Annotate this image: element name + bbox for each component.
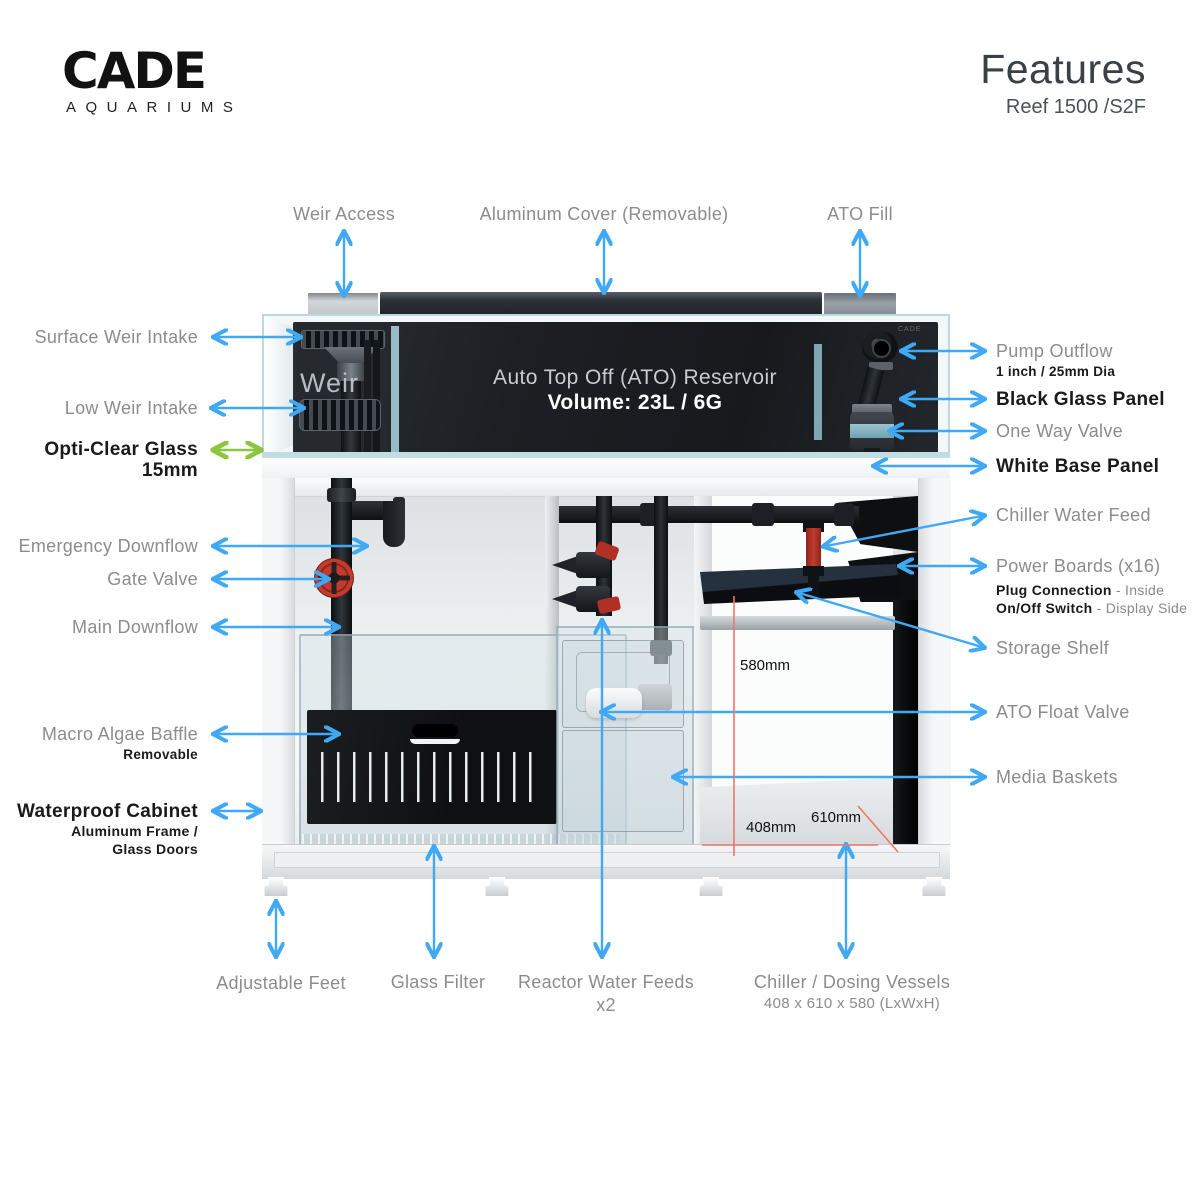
pipe-coupling-2	[752, 503, 774, 526]
label-chiller-water-feed: Chiller Water Feed	[996, 505, 1151, 525]
label-low-weir-intake: Low Weir Intake	[64, 398, 198, 418]
label-emergency-downflow: Emergency Downflow	[18, 536, 198, 556]
adjustable-foot-4	[922, 877, 946, 896]
baffle-handle-slot	[412, 724, 458, 737]
low-weir-comb	[299, 399, 381, 431]
chiller-valve-red-body	[806, 528, 821, 572]
label-main-downflow: Main Downflow	[72, 617, 198, 637]
label-power-boards: Power Boards (x16) Plug Connection - Ins…	[996, 556, 1187, 617]
label-opti-clear-glass: Opti-Clear Glass 15mm	[44, 439, 198, 481]
dim-408mm: 408mm	[746, 819, 797, 836]
pump-nozzle-bore	[872, 339, 891, 358]
one-way-valve-band	[850, 424, 894, 438]
label-waterproof-cabinet-sub2: Glass Doors	[112, 841, 198, 857]
label-pump-outflow-sub: 1 inch / 25mm Dia	[996, 364, 1116, 379]
arrow-storage-shelf	[799, 593, 982, 647]
label-media-baskets: Media Baskets	[996, 767, 1118, 787]
dimension-line-610mm	[857, 805, 899, 853]
weir-pipe-thin-b	[373, 340, 380, 455]
glass-divider-left	[391, 326, 399, 452]
label-power-boards-text: Power Boards (x16)	[996, 556, 1161, 576]
ato-fill-box	[824, 293, 896, 316]
label-macro-algae-baffle: Macro Algae Baffle Removable	[42, 724, 198, 763]
adjustable-foot-1	[264, 877, 288, 896]
label-storage-shelf: Storage Shelf	[996, 638, 1109, 658]
label-adjustable-feet: Adjustable Feet	[216, 973, 346, 993]
dim-610mm: 610mm	[811, 809, 862, 826]
label-power-boards-sub1: Plug Connection - Inside	[996, 582, 1165, 598]
black-glass-panel-surface	[293, 322, 938, 455]
glass-divider-right	[814, 344, 822, 440]
chiller-valve-fitting-bottom	[803, 566, 824, 576]
ato-feed-pipe	[654, 496, 668, 664]
logo-brand-text: CADE	[62, 42, 207, 100]
aluminum-cover	[380, 292, 822, 316]
label-reactor-water-feeds: Reactor Water Feeds x2	[518, 972, 694, 1015]
pump-flange	[869, 362, 893, 370]
label-chiller-dosing-vessels: Chiller / Dosing Vessels 408 x 610 x 580…	[754, 972, 950, 1013]
label-white-base-panel: White Base Panel	[996, 456, 1160, 477]
label-waterproof-cabinet-sub1: Aluminum Frame /	[71, 823, 198, 839]
weir-pipe-thin-a	[364, 340, 371, 455]
cade-watermark: CADE	[898, 326, 922, 333]
label-pump-outflow-text: Pump Outflow	[996, 341, 1113, 361]
adjustable-foot-2	[485, 877, 509, 896]
label-glass-filter: Glass Filter	[390, 972, 486, 992]
downflow-collar	[327, 488, 356, 502]
reservoir-volume: Volume: 23L / 6G	[547, 391, 723, 414]
label-aluminum-cover: Aluminum Cover (Removable)	[479, 204, 729, 224]
label-pump-outflow: Pump Outflow 1 inch / 25mm Dia	[996, 341, 1115, 380]
page-subtitle: Reef 1500 /S2F	[1005, 96, 1146, 118]
weir-funnel-neck	[337, 363, 365, 381]
label-chiller-dosing-vessels-text: Chiller / Dosing Vessels	[753, 972, 951, 992]
emergency-elbow	[383, 501, 405, 547]
tank-bottom-glass-edge	[262, 452, 950, 458]
baffle-handle-lip	[410, 739, 460, 744]
label-ato-float-valve: ATO Float Valve	[996, 702, 1130, 722]
media-basket-lower	[562, 730, 684, 832]
logo-tagline-text: AQUARIUMS	[66, 99, 243, 116]
glass-filter-strip	[302, 834, 620, 844]
header-right: Features Reef 1500 /S2F	[980, 46, 1146, 119]
label-ato-fill: ATO Fill	[827, 204, 893, 224]
label-reactor-water-feeds-text: Reactor Water Feeds	[517, 972, 695, 992]
label-opti-clear-glass-text: Opti-Clear Glass	[44, 439, 198, 460]
media-basket-glass	[556, 626, 694, 850]
page-title: Features	[980, 46, 1146, 92]
label-reactor-water-feeds-sub: x2	[596, 995, 616, 1015]
valve-coupling	[852, 404, 892, 414]
chiller-valve-fitting-top	[803, 522, 824, 532]
manifold-pipe	[559, 506, 859, 523]
label-waterproof-cabinet-text: Waterproof Cabinet	[17, 801, 198, 822]
dim-580mm: 580mm	[740, 657, 791, 674]
weir-access-box	[308, 293, 378, 316]
reservoir-title: Auto Top Off (ATO) Reservoir	[493, 366, 777, 389]
label-macro-algae-baffle-text: Macro Algae Baffle	[41, 724, 198, 744]
cade-logo: CADE AQUARIUMS	[62, 46, 242, 116]
adjustable-foot-3	[699, 877, 723, 896]
label-macro-algae-baffle-sub: Removable	[123, 747, 198, 762]
gate-valve-hub	[328, 572, 340, 584]
weir-text: Weir	[300, 368, 360, 398]
label-gate-valve: Gate Valve	[107, 569, 198, 589]
chiller-valve-stem	[808, 574, 819, 598]
label-surface-weir-intake: Surface Weir Intake	[34, 327, 198, 347]
label-waterproof-cabinet: Waterproof Cabinet Aluminum Frame / Glas…	[17, 801, 198, 858]
label-one-way-valve: One Way Valve	[996, 421, 1123, 441]
label-weir-access: Weir Access	[293, 204, 395, 224]
label-black-glass-panel: Black Glass Panel	[996, 389, 1165, 410]
baffle-slots	[321, 752, 543, 802]
arrow-chiller-water-feed	[826, 516, 982, 546]
label-power-boards-sub2: On/Off Switch - Display Side	[996, 600, 1188, 616]
label-opti-clear-glass-sub: 15mm	[141, 460, 198, 481]
label-chiller-dosing-vessels-sub: 408 x 610 x 580 (LxWxH)	[763, 995, 941, 1012]
